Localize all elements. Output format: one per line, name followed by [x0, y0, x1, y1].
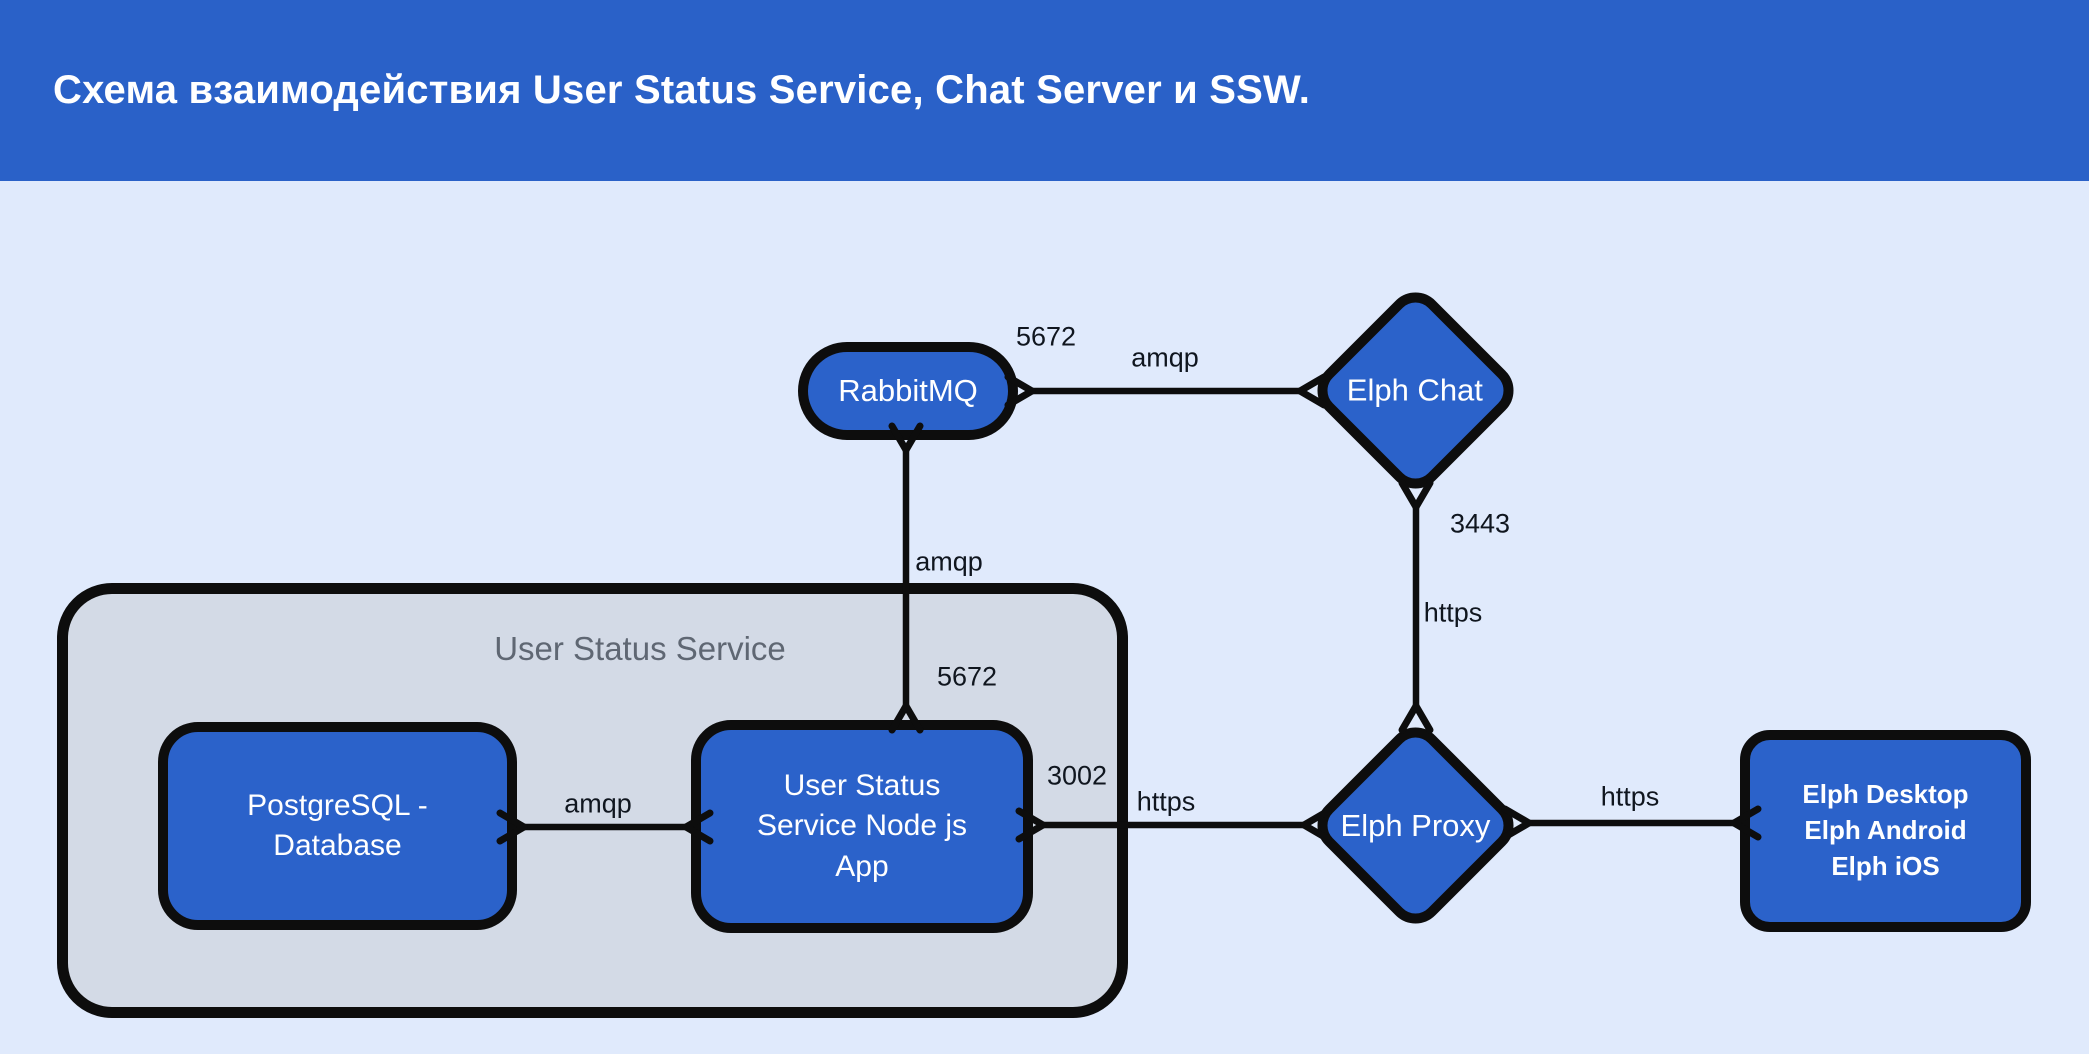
protocol-label-pg-app: amqp — [564, 788, 632, 819]
port-label-app-3002: 3002 — [1046, 760, 1108, 791]
node-rabbitmq: RabbitMQ — [798, 342, 1018, 440]
clients-line-android: Elph Android — [1804, 815, 1967, 846]
port-label-rabbitmq-5672: 5672 — [1015, 321, 1077, 352]
node-postgresql: PostgreSQL - Database — [158, 722, 517, 930]
protocol-label-chat-proxy: https — [1423, 597, 1483, 628]
container-label: User Status Service — [494, 630, 786, 667]
title-banner: Схема взаимодействия User Status Service… — [0, 0, 2089, 181]
node-postgresql-label: PostgreSQL - Database — [247, 788, 428, 863]
protocol-label-app-proxy: https — [1136, 786, 1196, 817]
node-elph-chat: Elph Chat — [1305, 280, 1526, 501]
diagram-title: Схема взаимодействия User Status Service… — [53, 68, 1311, 112]
node-elph-clients: Elph Desktop Elph Android Elph iOS — [1740, 730, 2031, 932]
protocol-label-rabbitmq-chat: amqp — [1131, 342, 1199, 373]
port-label-chat-3443: 3443 — [1449, 508, 1511, 539]
port-label-app-5672: 5672 — [936, 661, 998, 692]
node-elph-proxy: Elph Proxy — [1305, 715, 1526, 936]
node-elph-proxy-label: Elph Proxy — [1340, 807, 1491, 843]
node-rabbitmq-label: RabbitMQ — [838, 373, 978, 408]
clients-line-ios: Elph iOS — [1831, 850, 1940, 881]
node-uss-app: User Status Service Node js App — [691, 720, 1033, 933]
node-uss-app-label: User Status Service Node js App — [756, 768, 968, 883]
node-elph-chat-label: Elph Chat — [1347, 372, 1484, 408]
clients-line-desktop: Elph Desktop — [1802, 779, 1969, 810]
protocol-label-proxy-clients: https — [1600, 781, 1660, 812]
protocol-label-rabbitmq-app: amqp — [915, 546, 983, 577]
